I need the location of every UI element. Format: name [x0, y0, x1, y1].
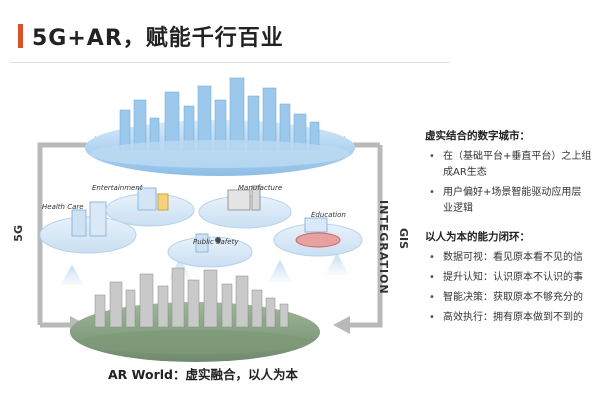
title-accent-bar — [18, 24, 23, 48]
section-1-bullets: 在（基础平台+垂直平台）之上组 成AR生态 用户偏好+场景智能驱动应用层 业逻辑 — [425, 149, 600, 217]
slide-title: 5G+AR，赋能千行百业 — [32, 26, 284, 51]
title-divider — [10, 62, 450, 63]
island-public-safety — [167, 233, 253, 268]
right-text-panel: 虚实结合的数字城市： 在（基础平台+垂直平台）之上组 成AR生态 用户偏好+场景… — [425, 128, 600, 338]
real-city-bottom — [70, 267, 320, 362]
diagram-footer-label: AR World：虚实融合，以人为本 — [108, 367, 298, 382]
ar-world-diagram — [37, 77, 383, 362]
section-2-bullet-2: 提升认知：认识原本不认识的事 — [425, 270, 600, 286]
label-education: Education — [311, 211, 346, 219]
label-manufacture: Manufacture — [238, 184, 283, 192]
label-integration: INTEGRATION — [377, 200, 390, 295]
label-health-care: Health Care — [42, 203, 84, 211]
section-1-title: 虚实结合的数字城市： — [425, 130, 530, 142]
section-1-bullet-1-cont: 成AR生态 — [443, 167, 487, 178]
section-2-bullet-1: 数据可视：看见原本看不见的信 — [425, 250, 600, 266]
island-health-care — [39, 201, 137, 254]
section-2-title: 以人为本的能力闭环： — [425, 231, 530, 243]
label-5g: 5G — [12, 225, 25, 242]
label-gis: GIS — [397, 228, 410, 250]
island-manufacture — [198, 185, 292, 229]
left-loop-line — [37, 142, 95, 325]
section-2-bullet-4: 高效执行：拥有原本做到不到的 — [425, 310, 600, 326]
section-2-bullet-3: 智能决策：获取原本不够充分的 — [425, 290, 600, 306]
label-public-safety: Public Safety — [193, 238, 239, 246]
section-1-bullet-2: 用户偏好+场景智能驱动应用层 — [425, 185, 600, 201]
island-education — [273, 217, 363, 257]
arrow-head-right-bottom — [333, 316, 350, 334]
label-entertainment: Entertainment — [92, 184, 143, 192]
right-loop-line — [350, 145, 383, 328]
section-2-bullets: 数据可视：看见原本看不见的信 提升认知：认识原本不认识的事 智能决策：获取原本不… — [425, 250, 600, 326]
island-entertainment — [105, 187, 195, 227]
digital-city-top — [85, 77, 355, 176]
section-1-bullet-1: 在（基础平台+垂直平台）之上组 — [425, 149, 600, 165]
loop-arrows — [37, 142, 383, 328]
section-1-bullet-2-cont: 业逻辑 — [443, 203, 473, 214]
